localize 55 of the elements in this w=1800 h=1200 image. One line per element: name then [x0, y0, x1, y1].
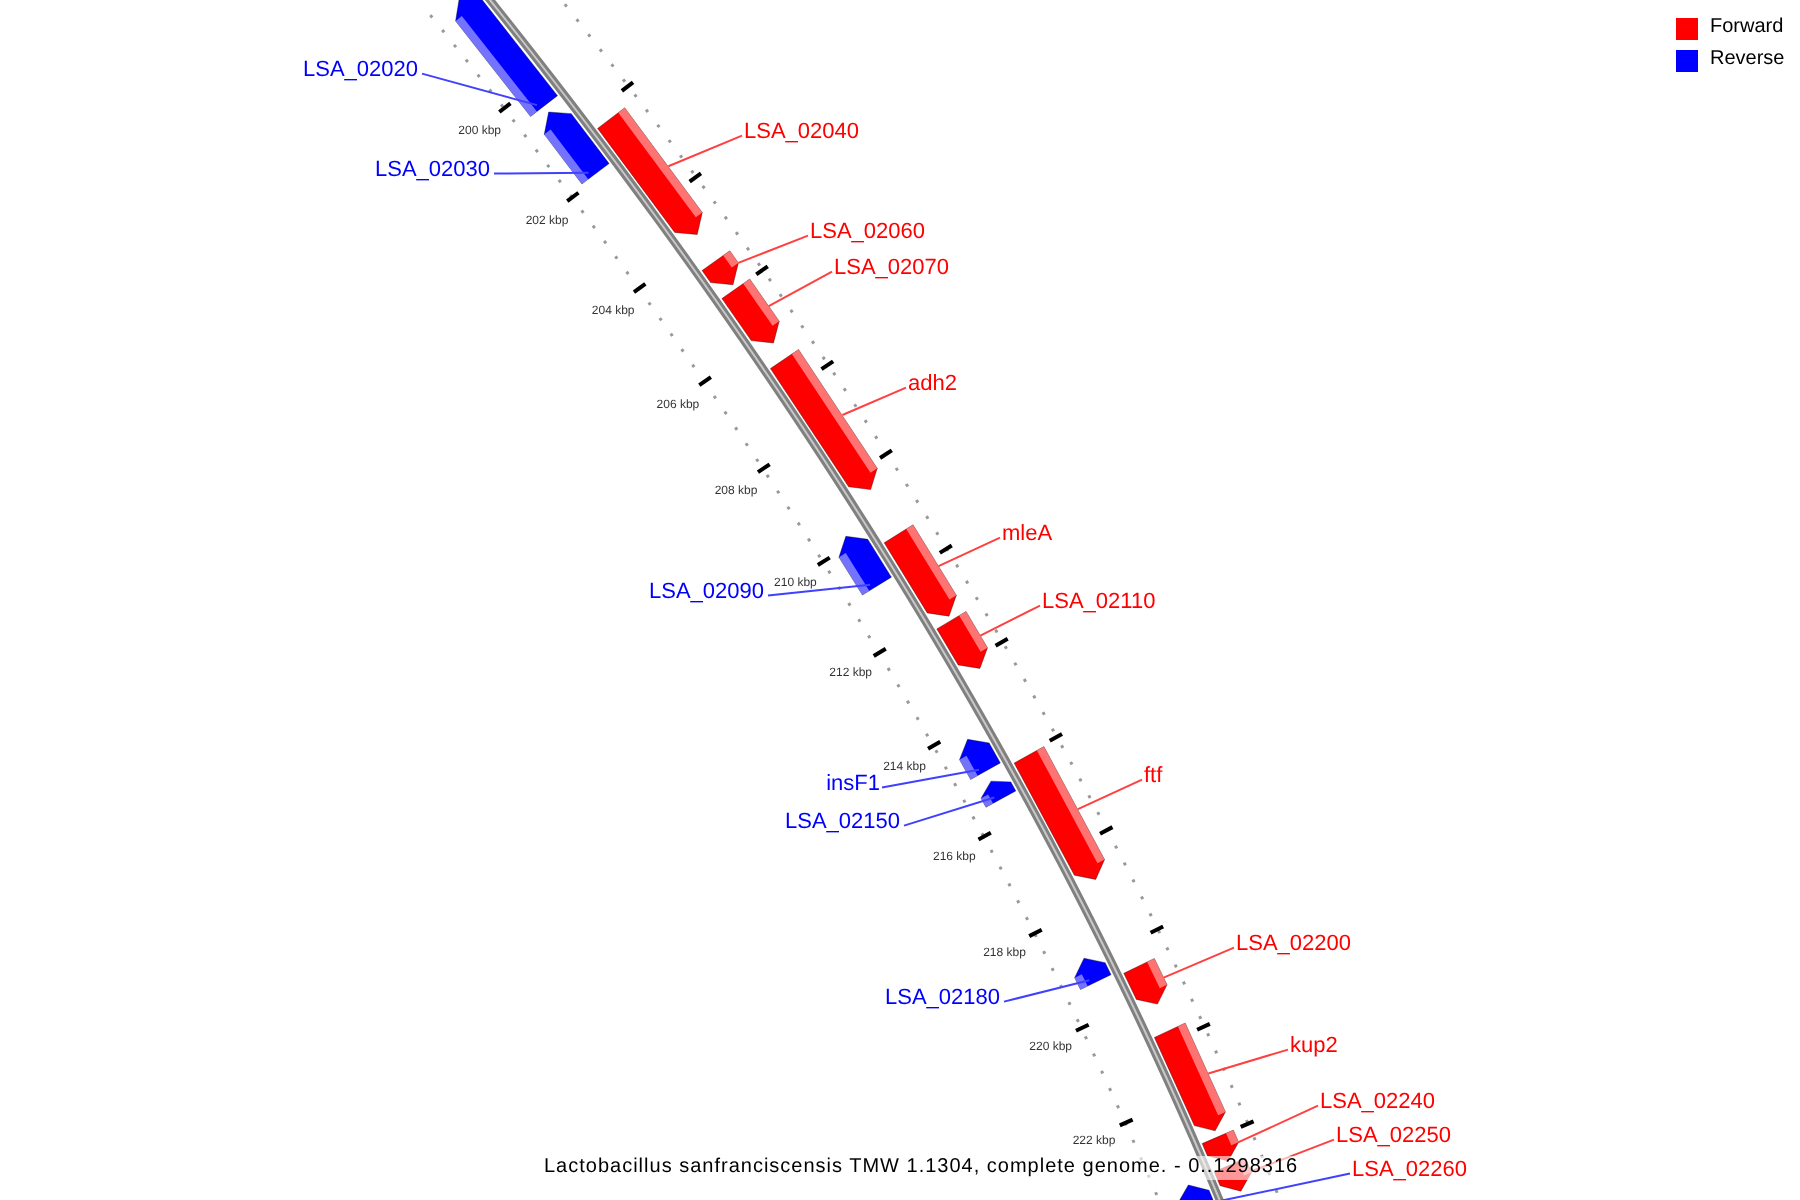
legend-label: Reverse	[1710, 48, 1785, 72]
gene-label: LSA_02090	[649, 580, 764, 606]
gene-label: insF1	[826, 772, 880, 798]
leader-line	[493, 171, 590, 175]
leader-line	[667, 134, 743, 168]
gene-bar	[1074, 957, 1112, 991]
gene-label: ftf	[1144, 764, 1163, 790]
gene-label: LSA_02150	[785, 810, 900, 836]
gene-bar	[838, 535, 892, 596]
gene-label: LSA_02180	[885, 986, 1000, 1012]
gene-bar	[1201, 1129, 1240, 1162]
gene-label: LSA_02020	[303, 58, 418, 84]
legend-label: Forward	[1710, 16, 1784, 40]
leader-line	[1237, 1104, 1319, 1144]
leader-line	[937, 536, 1001, 568]
gene-label: LSA_02060	[810, 220, 925, 246]
gene-bar	[701, 250, 739, 286]
leader-line	[421, 72, 538, 107]
leader-line	[1003, 979, 1091, 1003]
gene-label: kup2	[1290, 1034, 1338, 1060]
leader-line	[841, 386, 907, 416]
gene-label: LSA_02040	[744, 120, 859, 146]
gene-bar	[1153, 1022, 1226, 1132]
gene-bar	[455, 0, 558, 117]
gene-bar	[1123, 957, 1168, 1005]
leader-line	[767, 583, 872, 597]
gene-label: LSA_02030	[375, 158, 490, 184]
leader-line	[881, 768, 980, 789]
leader-line	[737, 234, 809, 264]
gene-label: LSA_02070	[834, 256, 949, 282]
gene-label: LSA_02200	[1236, 932, 1351, 958]
gene-bar	[543, 111, 610, 185]
gene-bar	[959, 738, 1001, 780]
gene-bar	[1177, 1184, 1215, 1200]
gene-label: LSA_02110	[1042, 590, 1156, 616]
leader-line	[1077, 778, 1143, 811]
leader-line	[1162, 946, 1235, 979]
gene-bar	[1013, 746, 1106, 880]
gene-bar	[883, 524, 957, 617]
gene-label: mleA	[1002, 522, 1053, 548]
gene-label: LSA_02260	[1352, 1158, 1467, 1184]
leader-line	[1207, 1048, 1289, 1075]
gene-bar	[936, 611, 988, 669]
gene-bar	[769, 349, 878, 491]
gene-bar	[980, 780, 1017, 808]
caption: Lactobacillus sanfranciscensis TMW 1.1304, complete genome. - 0..1298316	[544, 1156, 1299, 1180]
leader-line	[903, 796, 996, 827]
gene-label: adh2	[908, 372, 957, 398]
gene-bar	[721, 278, 780, 344]
leader-line	[767, 270, 833, 308]
leader-line	[979, 604, 1041, 637]
gene-bar	[597, 107, 703, 236]
gene-label: LSA_02250	[1336, 1124, 1451, 1150]
leader-line	[1250, 1138, 1335, 1173]
gene-label: LSA_02240	[1320, 1090, 1435, 1116]
